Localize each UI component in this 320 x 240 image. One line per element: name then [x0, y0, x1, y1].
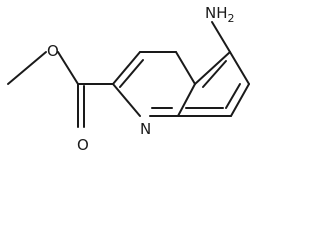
bond-c4a-c5 — [194, 51, 231, 85]
ring-nitrogen-label: N — [140, 120, 151, 138]
carbonyl-oxygen-label: O — [77, 136, 89, 154]
bond-c4-c4a — [175, 51, 196, 85]
bond-c5-c6 — [229, 51, 250, 85]
bond-c6-c7-inner — [225, 83, 241, 109]
amine-text: NH — [205, 4, 228, 22]
amine-subscript: 2 — [228, 12, 235, 25]
ester-oxygen-label: O — [47, 42, 59, 60]
bond-c2-c3 — [112, 51, 141, 85]
bond-c4a-c8a — [177, 83, 196, 117]
bond-c5-nh2 — [211, 21, 231, 53]
methyl-ester-group — [7, 51, 114, 128]
bond-c6-c7 — [230, 83, 250, 117]
bond-n1-c2 — [112, 83, 141, 117]
pyridine-ring — [112, 51, 196, 117]
bond-c4a-c5-inner — [202, 60, 227, 88]
chemical-structure-diagram: NH2 N O O — [7, 4, 250, 154]
bond-ester-o-methyl — [7, 51, 47, 85]
bond-carbonyl-ester-o — [57, 51, 79, 85]
bond-c2-c3-inner — [119, 59, 144, 88]
benzene-ring — [177, 51, 250, 117]
amine-label: NH2 — [205, 4, 235, 25]
